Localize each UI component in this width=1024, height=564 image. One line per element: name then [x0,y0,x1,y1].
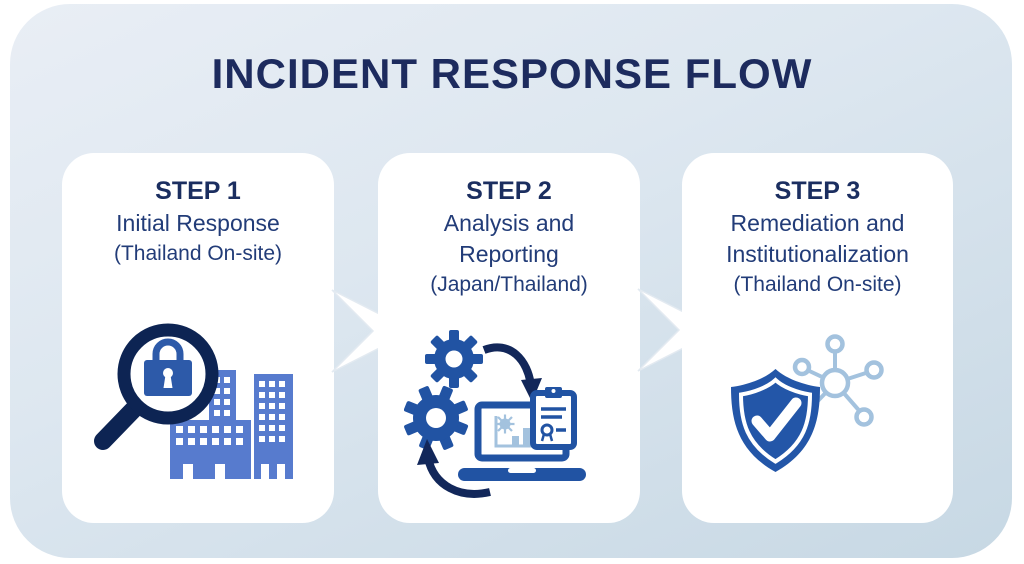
clipboard-report-icon [530,386,577,450]
page-title: INCIDENT RESPONSE FLOW [211,50,813,97]
network-icon [792,334,884,427]
gears-laptop-report-icon [404,329,586,498]
step-1-card: STEP 1 Initial Response (Thailand On-sit… [62,153,334,523]
step-2-icon-wrap [378,300,640,523]
step-2-label: STEP 2 [466,177,552,205]
step-3-location: (Thailand On-site) [733,273,902,296]
step-1-location: (Thailand On-site) [113,242,283,265]
step-2-header: STEP 2 Analysis and Reporting (Japan/Tha… [430,153,588,300]
step-1-header: STEP 1 Initial Response (Thailand On-sit… [114,153,282,269]
step-3-card: STEP 3 Remediation and Institutionalizat… [682,153,953,523]
magnifier-lock-buildings-icon [94,323,293,479]
virus-icon [495,414,515,433]
gear-icon [425,329,483,388]
gear-icon-2 [404,385,469,450]
step-2-line-1: Analysis and [443,210,575,236]
shield-check-icon [730,369,820,472]
step-1-line: Initial Response [116,210,280,236]
buildings-icon [170,369,293,479]
step-2-line-2: Reporting [459,241,559,267]
step-3-label: STEP 3 [774,177,861,205]
step-2-location: (Japan/Thailand) [430,273,588,296]
checkmark-icon [751,397,801,442]
step-3-line-1: Remediation and [730,210,905,236]
step-2-card: STEP 2 Analysis and Reporting (Japan/Tha… [378,153,640,523]
step-1-icon-wrap [62,269,334,523]
lock-icon [144,338,192,396]
step-3-icon-wrap [682,300,953,523]
step-3-header: STEP 3 Remediation and Institutionalizat… [726,153,909,300]
step-1-label: STEP 1 [155,177,241,205]
step-3-line-2: Institutionalization [726,241,909,267]
cycle-arrow-icon [417,343,542,498]
shield-check-network-icon [730,334,884,472]
